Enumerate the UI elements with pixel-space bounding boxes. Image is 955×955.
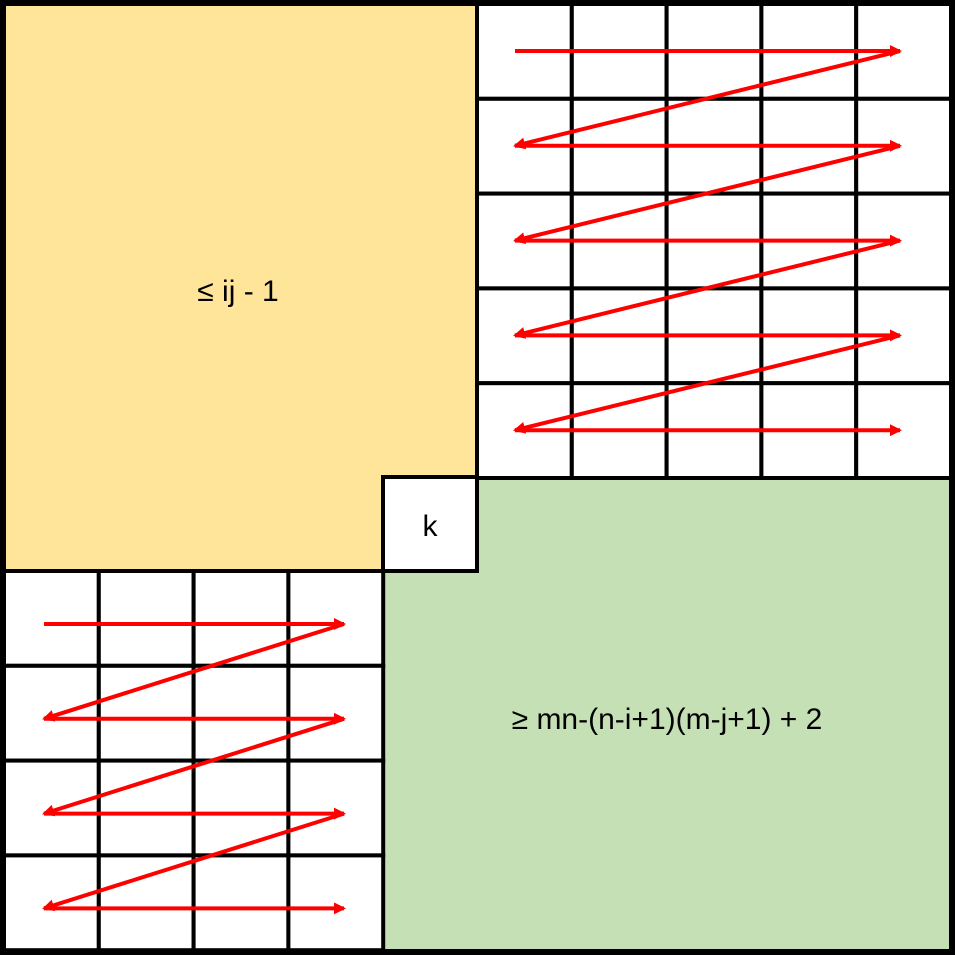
bottom-left-grid-cell	[96, 663, 196, 763]
lower-region-label: ≥ mn-(n-i+1)(m-j+1) + 2	[512, 703, 823, 736]
bottom-left-grid-cell	[96, 569, 196, 668]
bottom-left-grid-cell	[2, 663, 101, 763]
bottom-left-grid-cell	[191, 663, 291, 763]
upper-region-label: ≤ ij - 1	[197, 275, 278, 308]
bottom-left-grid-cell	[191, 569, 291, 668]
top-right-row-order-arrows	[513, 45, 902, 437]
bottom-left-grid-cell	[2, 569, 101, 668]
k-cell-label: k	[423, 510, 439, 543]
bottom-left-grid	[2, 569, 386, 953]
top-right-return-arrow	[513, 333, 901, 434]
bottom-left-return-arrow	[42, 716, 345, 817]
bottom-left-return-arrow	[42, 622, 345, 722]
bottom-left-grid-cell	[286, 663, 386, 763]
bottom-left-grid-cell	[286, 758, 386, 858]
bottom-left-grid-cell	[2, 853, 101, 953]
bottom-left-return-arrow	[42, 811, 345, 912]
bottom-left-grid-cell	[2, 758, 101, 858]
bottom-left-row-order-arrows	[42, 618, 346, 915]
bottom-left-grid-cell	[286, 569, 386, 668]
bottom-left-grid-cell	[96, 758, 196, 858]
top-right-return-arrow	[513, 49, 901, 150]
top-right-return-arrow	[513, 143, 901, 245]
top-right-return-arrow	[513, 238, 901, 339]
bottom-left-grid-cell	[286, 853, 386, 953]
bottom-left-grid-cell	[191, 758, 291, 858]
bottom-left-grid-cell	[191, 853, 291, 953]
bottom-left-grid-cell	[96, 853, 196, 953]
k-cell	[381, 475, 479, 573]
